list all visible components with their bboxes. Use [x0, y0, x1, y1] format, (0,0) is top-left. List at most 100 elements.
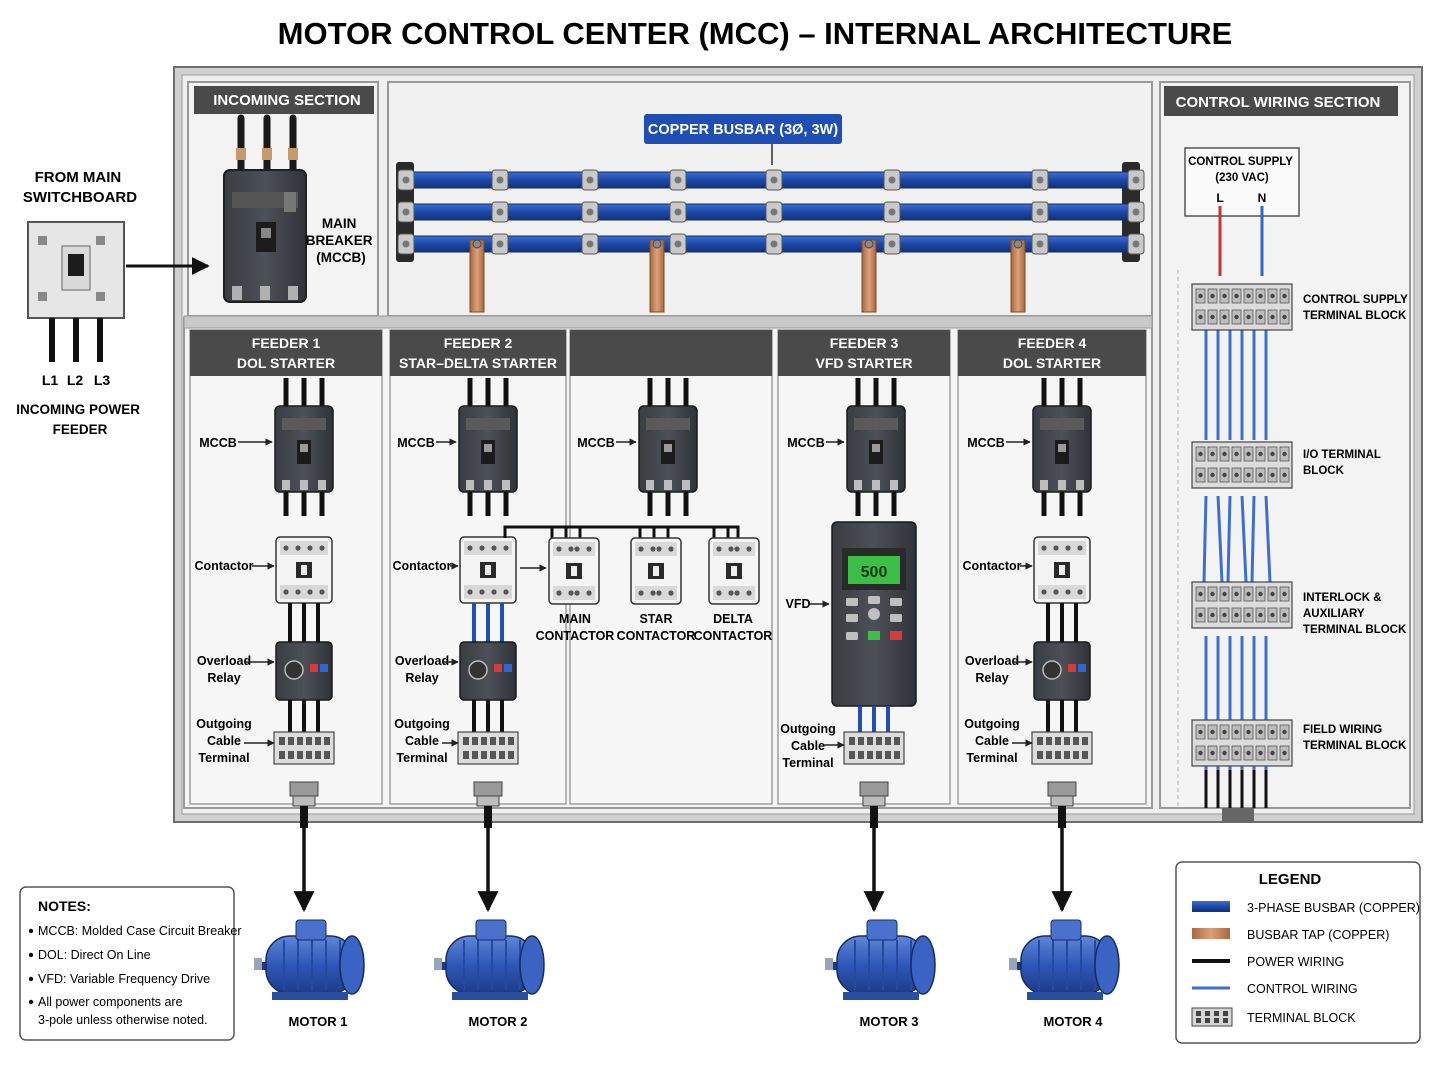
vfd-display-value: 500 [861, 564, 888, 581]
contactor [630, 537, 682, 605]
legend-swatch-terminal [1191, 1007, 1233, 1027]
mccb [846, 378, 906, 516]
control-wires [1177, 206, 1272, 822]
note-item: VFD: Variable Frequency Drive [38, 972, 210, 986]
component-label: Contactor [392, 559, 451, 573]
component-label: Overload [965, 654, 1019, 668]
notes-box: NOTES: MCCB: Molded Case Circuit Breaker… [19, 886, 242, 1041]
motor-label: MOTOR 1 [289, 1014, 348, 1029]
control-block-label: AUXILIARY [1303, 608, 1365, 620]
busbar-taps [469, 239, 1026, 313]
control-block-label: BLOCK [1303, 465, 1345, 477]
from-main-label: FROM MAIN SWITCHBOARD [23, 169, 137, 206]
motor: MOTOR 4 [1009, 828, 1120, 1029]
vfd-drive: 500 [831, 521, 917, 707]
main-breaker [223, 169, 307, 303]
incoming-cables [237, 114, 297, 180]
legend-item: 3-PHASE BUSBAR (COPPER) [1247, 901, 1420, 915]
component-label: MCCB [199, 436, 237, 450]
mccb [638, 378, 698, 516]
contactor [459, 536, 517, 604]
phase-labels: L1 L2 L3 [42, 372, 110, 388]
control-block-label: TERMINAL BLOCK [1303, 624, 1407, 636]
busbar-label: COPPER BUSBAR (3Ø, 3W) [648, 122, 838, 138]
component-label: Outgoing [394, 717, 450, 731]
busbar-tap [1010, 239, 1026, 313]
component-label: Outgoing [780, 722, 836, 736]
busbar-section: COPPER BUSBAR (3Ø, 3W) [387, 81, 1153, 317]
overload-relay [459, 641, 517, 701]
motor-label: MOTOR 3 [860, 1014, 919, 1029]
legend-item: TERMINAL BLOCK [1247, 1011, 1356, 1025]
component-label: Overload [395, 654, 449, 668]
star-delta-label: CONTACTOR [617, 629, 696, 643]
component-label: Cable [207, 734, 241, 748]
outgoing-terminal [273, 731, 335, 765]
component-label: Outgoing [964, 717, 1020, 731]
feeder-title: FEEDER 2 [444, 335, 513, 351]
overload-relay [275, 641, 333, 701]
contactor [548, 537, 600, 605]
component-label: Terminal [396, 751, 447, 765]
control-block-label: TERMINAL BLOCK [1303, 740, 1407, 752]
star-delta-label: CONTACTOR [536, 629, 615, 643]
main-switchboard: FROM MAIN SWITCHBOARD L1 L2 L3 INCOMING … [16, 169, 210, 437]
incoming-feeder-label: INCOMING POWER FEEDER [16, 402, 144, 437]
component-label: Relay [405, 671, 438, 685]
control-block-label: TERMINAL BLOCK [1303, 310, 1407, 322]
vfd-display [848, 556, 900, 584]
note-item: All power components are [38, 995, 183, 1009]
legend-item: CONTROL WIRING [1247, 982, 1358, 996]
control-block-label: FIELD WIRING [1303, 724, 1382, 736]
feeder-header [570, 330, 772, 376]
legend-title: LEGEND [1259, 871, 1322, 888]
legend-item: BUSBAR TAP (COPPER) [1247, 928, 1389, 942]
note-item: MCCB: Molded Case Circuit Breaker [38, 924, 242, 938]
legend-box: LEGEND 3-PHASE BUSBAR (COPPER) BUSBAR TA… [1175, 861, 1421, 1044]
note-item-cont: 3-pole unless otherwise noted. [38, 1013, 208, 1027]
feeder-title: FEEDER 4 [1018, 335, 1087, 351]
control-block-label: CONTROL SUPPLY [1303, 294, 1408, 306]
busbar-tap [861, 239, 877, 313]
feeder-header [778, 330, 950, 376]
busbar-tap [469, 239, 485, 313]
note-item: DOL: Direct On Line [38, 948, 151, 962]
control-supply-n: N [1258, 191, 1267, 205]
component-label: Overload [197, 654, 251, 668]
control-section: CONTROL WIRING SECTION CONTROL SUPPLY (2… [1159, 81, 1411, 822]
contactor [708, 537, 760, 605]
incoming-header-label: INCOMING SECTION [213, 92, 361, 109]
mccb [274, 378, 334, 516]
mccb [458, 378, 518, 516]
feeder-column: MCCBMAINCONTACTORSTARCONTACTORDELTACONTA… [503, 329, 773, 805]
feeder-subtitle: VFD STARTER [816, 355, 913, 371]
component-label: Relay [207, 671, 240, 685]
control-gland [1222, 808, 1254, 822]
overload-relay [1033, 641, 1091, 701]
control-header [1164, 86, 1398, 116]
control-supply-box [1184, 147, 1300, 217]
component-label: Cable [791, 739, 825, 753]
cable-gland [289, 781, 319, 828]
component-label: Outgoing [196, 717, 252, 731]
motor: MOTOR 1 [254, 828, 365, 1029]
component-label: Terminal [198, 751, 249, 765]
component-label: MCCB [577, 436, 615, 450]
cable-gland [859, 781, 889, 828]
component-label: MCCB [967, 436, 1005, 450]
legend-item: POWER WIRING [1247, 955, 1344, 969]
component-label: Relay [975, 671, 1008, 685]
motor: MOTOR 2 [434, 828, 545, 1029]
motor-label: MOTOR 2 [469, 1014, 528, 1029]
star-delta-label: CONTACTOR [694, 629, 773, 643]
feeder-header [390, 330, 566, 376]
notes-list: MCCB: Molded Case Circuit Breaker DOL: D… [28, 924, 242, 1027]
star-delta-label: MAIN [559, 612, 591, 626]
feeder-subtitle: DOL STARTER [1003, 355, 1101, 371]
main-breaker-label: MAIN BREAKER (MCCB) [306, 216, 377, 265]
busbar-bars [397, 169, 1145, 255]
